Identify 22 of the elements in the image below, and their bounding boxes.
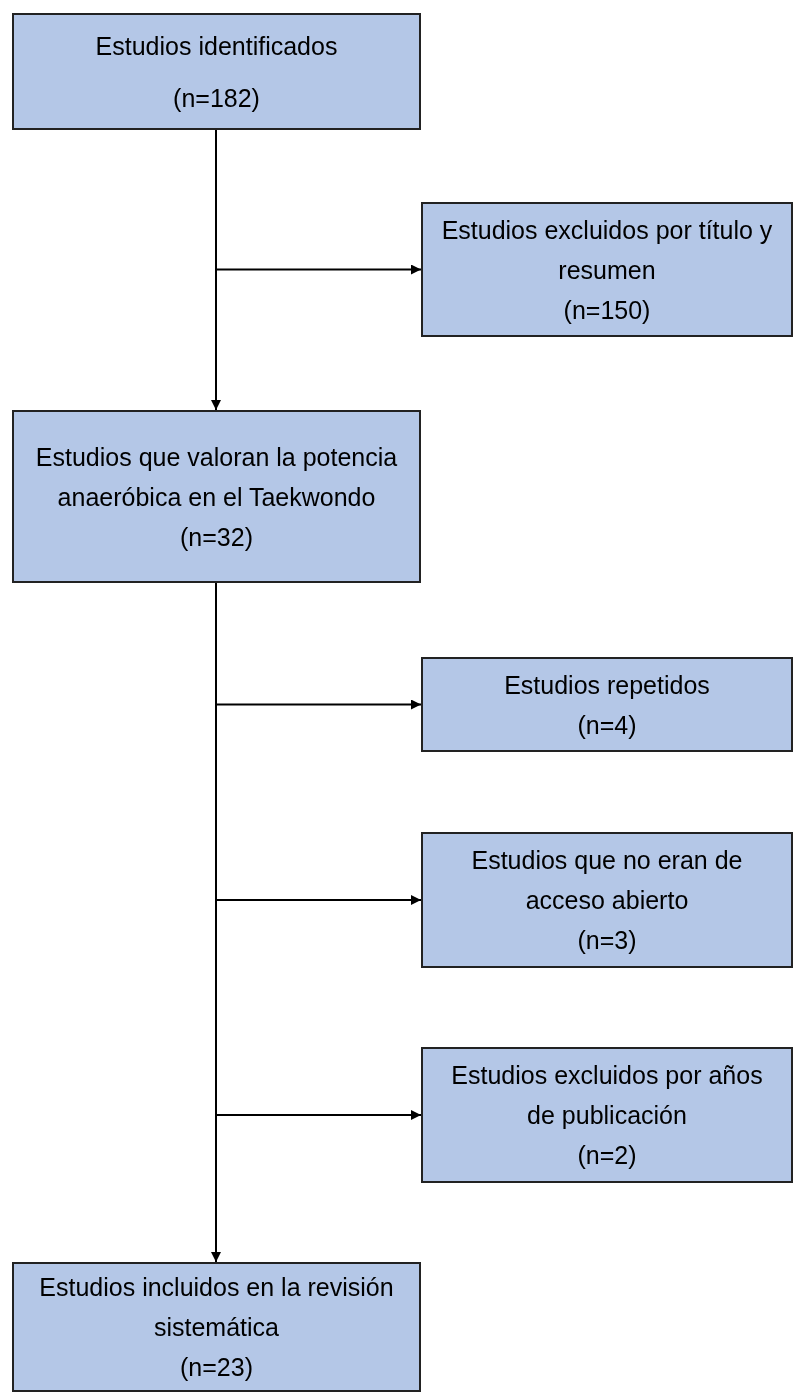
- process-box: [421, 202, 793, 337]
- box-title: Estudios que no eran de acceso abierto: [470, 845, 744, 916]
- box-title: Estudios repetidos: [504, 669, 710, 701]
- count-text: (n=150): [563, 294, 651, 326]
- process-box: [12, 410, 421, 583]
- count-text: (n=2): [577, 1140, 637, 1171]
- box-title: Estudios identificados: [95, 30, 338, 62]
- count-text: (n=23): [180, 1352, 253, 1383]
- box-title: Estudios excluidos por años de publicación: [450, 1060, 764, 1131]
- count-text: (n=4): [577, 709, 637, 741]
- arrow: [211, 129, 221, 411]
- process-box: [421, 832, 793, 968]
- process-box: [421, 657, 793, 752]
- process-box: [12, 1262, 421, 1392]
- count-text: (n=182): [173, 82, 260, 114]
- count-text: (n=3): [577, 925, 637, 956]
- box-title: Estudios que valoran la potencia anaeróbica en el Taekwondo: [34, 441, 399, 513]
- process-box: [12, 13, 421, 130]
- box-title: Estudios excluidos por título y resumen: [440, 214, 774, 286]
- box-title: Estudios incluidos en la revisión sistemática: [38, 1272, 395, 1343]
- process-box: [421, 1047, 793, 1183]
- count-text: (n=32): [180, 521, 253, 553]
